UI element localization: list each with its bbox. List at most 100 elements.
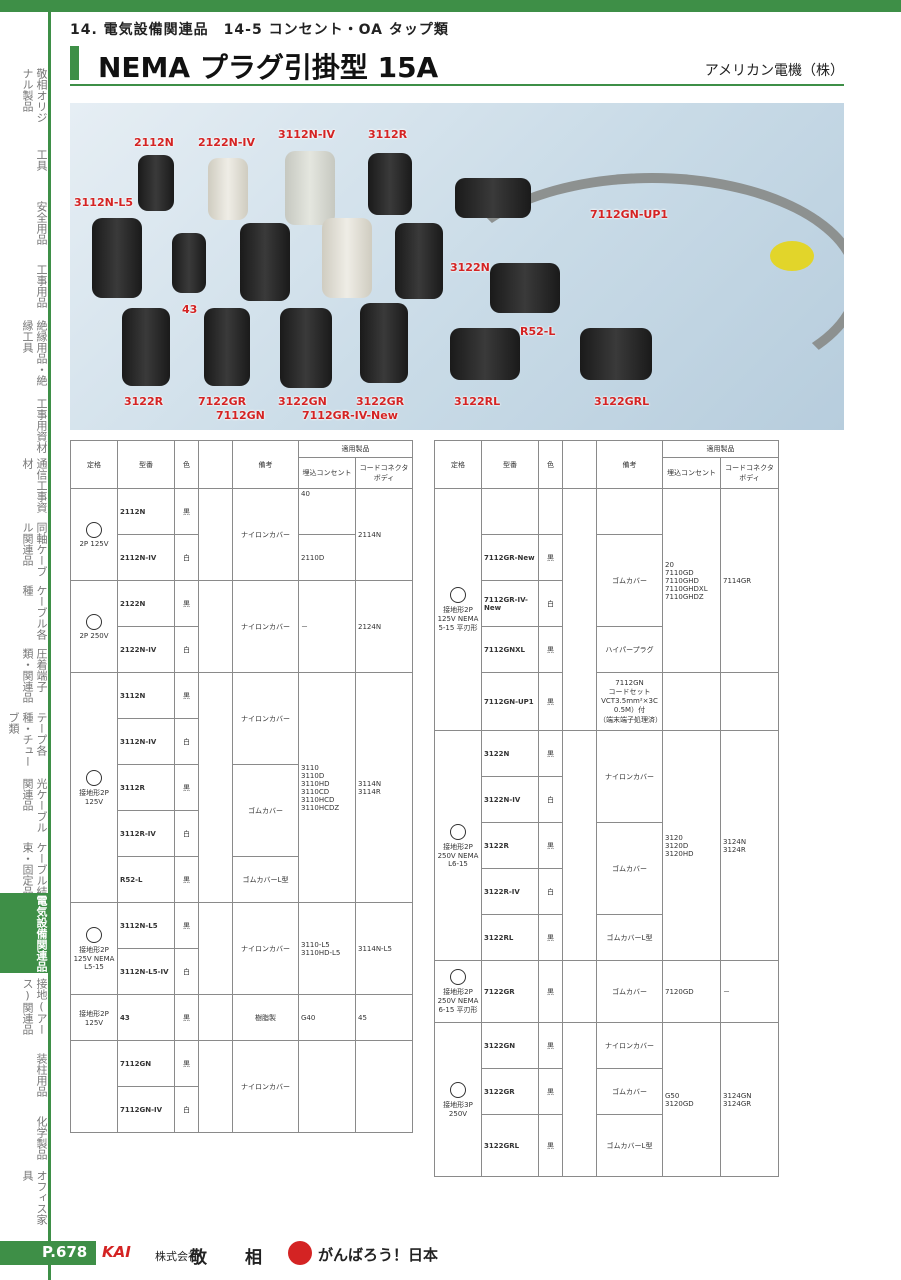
color-cell: 黒 — [174, 580, 199, 627]
color-cell: 白 — [174, 626, 199, 673]
outlet-grounded-icon — [450, 968, 466, 985]
plug-2122n-iv — [208, 158, 248, 220]
side-rule — [48, 0, 51, 1280]
sidebar-item-chemical[interactable]: 化学製品 — [35, 1116, 48, 1160]
model-cell: 7112GN-IV — [117, 1086, 175, 1133]
sidebar-item-tapes[interactable]: テープ各種・チューブ類 — [7, 712, 48, 767]
model-cell: 7112GR-New — [481, 534, 539, 581]
title-block: NEMA プラグ引掛型 15A アメリカン電機（株） — [70, 44, 844, 86]
note-cell: ナイロンカバー — [596, 1022, 663, 1069]
color-cell: 黒 — [538, 672, 563, 731]
blank-cell — [198, 994, 233, 1041]
label-3112r: 3112R — [368, 128, 408, 141]
label-r52-l: R52-L — [520, 325, 556, 338]
plug-3112n-iv — [285, 151, 335, 225]
header-note: 備考 — [596, 440, 663, 489]
header-color: 色 — [174, 440, 199, 489]
model-cell: 3122N — [481, 730, 539, 777]
model-cell: 7112GR-IV-New — [481, 580, 539, 627]
color-cell: 黒 — [174, 672, 199, 719]
table-row: 3112R 黒 ゴムカバー — [71, 764, 413, 857]
plug-7112gn — [240, 223, 290, 301]
model-cell: 7112GN-UP1 — [481, 672, 539, 731]
sidebar-item-terminals[interactable]: 圧着端子類・関連品 — [21, 648, 48, 703]
page-number: P.678 — [42, 1243, 88, 1261]
std-cell: 接地形2P 250V NEMA 6-15 平刃形 — [434, 960, 482, 1023]
sidebar-item-safety[interactable]: 安全用品 — [35, 200, 48, 245]
table-row: 2112N-IV 白 2110D — [71, 534, 413, 581]
label-3122gr: 3122GR — [356, 395, 405, 408]
blank-cell — [562, 1022, 597, 1177]
color-cell: 黒 — [538, 822, 563, 869]
flower-icon — [288, 1241, 312, 1265]
note-cell: ゴムカバーL型 — [232, 856, 299, 903]
header-model: 型番 — [117, 440, 175, 489]
note-cell: ゴムカバー — [232, 764, 299, 857]
blank-cell — [198, 488, 233, 581]
color-cell: 黒 — [538, 1022, 563, 1069]
sidebar-item-pole[interactable]: 装柱用品 — [35, 1053, 48, 1097]
model-cell: 3122N-IV — [481, 776, 539, 823]
outlet-locking-icon — [86, 926, 102, 943]
table-row: 3112N-IV 白 — [71, 718, 413, 765]
model-cell: 3122R — [481, 822, 539, 869]
outlet-3p-icon — [450, 1081, 466, 1098]
sidebar-item-binding[interactable]: ケーブル結束・固定品 — [21, 842, 48, 897]
label-3112n-l5: 3112N-L5 — [74, 196, 134, 209]
table-row: 接地形2P 250V NEMA L6-15 3122N 黒 ナイロンカバー 31… — [434, 730, 779, 961]
plug-3122r — [122, 308, 170, 386]
sidebar-item-tools[interactable]: 工具 — [35, 149, 48, 171]
model-cell: 3122GN — [481, 1022, 539, 1069]
label-7112gn: 7112GN — [216, 409, 265, 422]
outlet-grounded-icon — [450, 586, 466, 603]
label-7122gr: 7122GR — [198, 395, 247, 408]
sidebar-item-grounding[interactable]: 接地(アース)関連品 — [21, 978, 48, 1035]
table-row: 3112N-L5-IV 白 — [71, 948, 413, 995]
model-cell: 7112GN — [117, 1040, 175, 1087]
model-cell: 3122RL — [481, 914, 539, 961]
sidebar-item-original[interactable]: 敬相オリジナル製品 — [21, 68, 48, 123]
plug-43 — [172, 233, 206, 293]
table-row: 2P 250V 2122N 黒 ナイロンカバー － 2124N — [70, 580, 413, 673]
company-prefix: 株式会社 — [155, 1250, 199, 1263]
std-cell: 接地形2P 125V — [70, 994, 118, 1041]
table-row: 接地形2P 250V NEMA 6-15 平刃形 7122GR 黒 ゴムカバー … — [434, 960, 779, 1023]
model-cell: 3122GR — [481, 1068, 539, 1115]
table-row: 7112GN 黒 ナイロンカバー — [70, 1040, 413, 1133]
embedded-cell — [662, 672, 721, 731]
sidebar-item-materials[interactable]: 工事用資材 — [35, 397, 48, 453]
std-cell: 2P 125V — [70, 488, 118, 581]
sidebar-item-construction[interactable]: 工事用品 — [35, 263, 48, 308]
sidebar-item-fiber[interactable]: 光ケーブル関連品 — [21, 778, 48, 833]
color-cell: 白 — [174, 718, 199, 765]
table-row: 3122RL 黒 ゴムカバーL型 — [435, 914, 779, 961]
label-3122grl: 3122GRL — [594, 395, 650, 408]
sidebar-item-cables[interactable]: ケーブル各種 — [21, 585, 48, 640]
sidebar-item-insulation[interactable]: 絶縁用品・絶縁工具 — [21, 320, 48, 386]
section-heading: 14. 電気設備関連品 14-5 コンセント・OA タップ類 — [70, 22, 449, 38]
std-cell: 接地形2P 250V NEMA L6-15 — [434, 730, 482, 961]
blank-cell — [198, 580, 233, 673]
sidebar-item-office[interactable]: オフィス家具 — [21, 1170, 48, 1225]
table-row: 3122GRL 黒 ゴムカバーL型 — [435, 1114, 779, 1177]
note-cell: ゴムカバーL型 — [596, 914, 663, 961]
sidebar-item-coax[interactable]: 同軸ケーブル関連品 — [21, 522, 48, 577]
outlet-2p-icon — [86, 521, 102, 538]
sidebar-item-telecom[interactable]: 通信工事資材 — [21, 458, 48, 513]
sidebar-item-electrical[interactable]: 電気設備関連品 — [0, 893, 48, 973]
table-row: 3122R-IV 白 — [435, 868, 779, 915]
label-3122rl: 3122RL — [454, 395, 501, 408]
plug-2112n — [138, 155, 174, 211]
table-row: 7112GNXL 黒 ハイパープラグ — [435, 626, 779, 673]
color-cell: 白 — [538, 776, 563, 823]
cord-cell: 7114GR — [720, 488, 779, 673]
header-note: 備考 — [232, 440, 299, 489]
header-std: 定格 — [70, 440, 118, 489]
outlet-grounded-icon — [86, 769, 102, 786]
table-row: 7112GR-IV-New 白 — [435, 580, 779, 627]
